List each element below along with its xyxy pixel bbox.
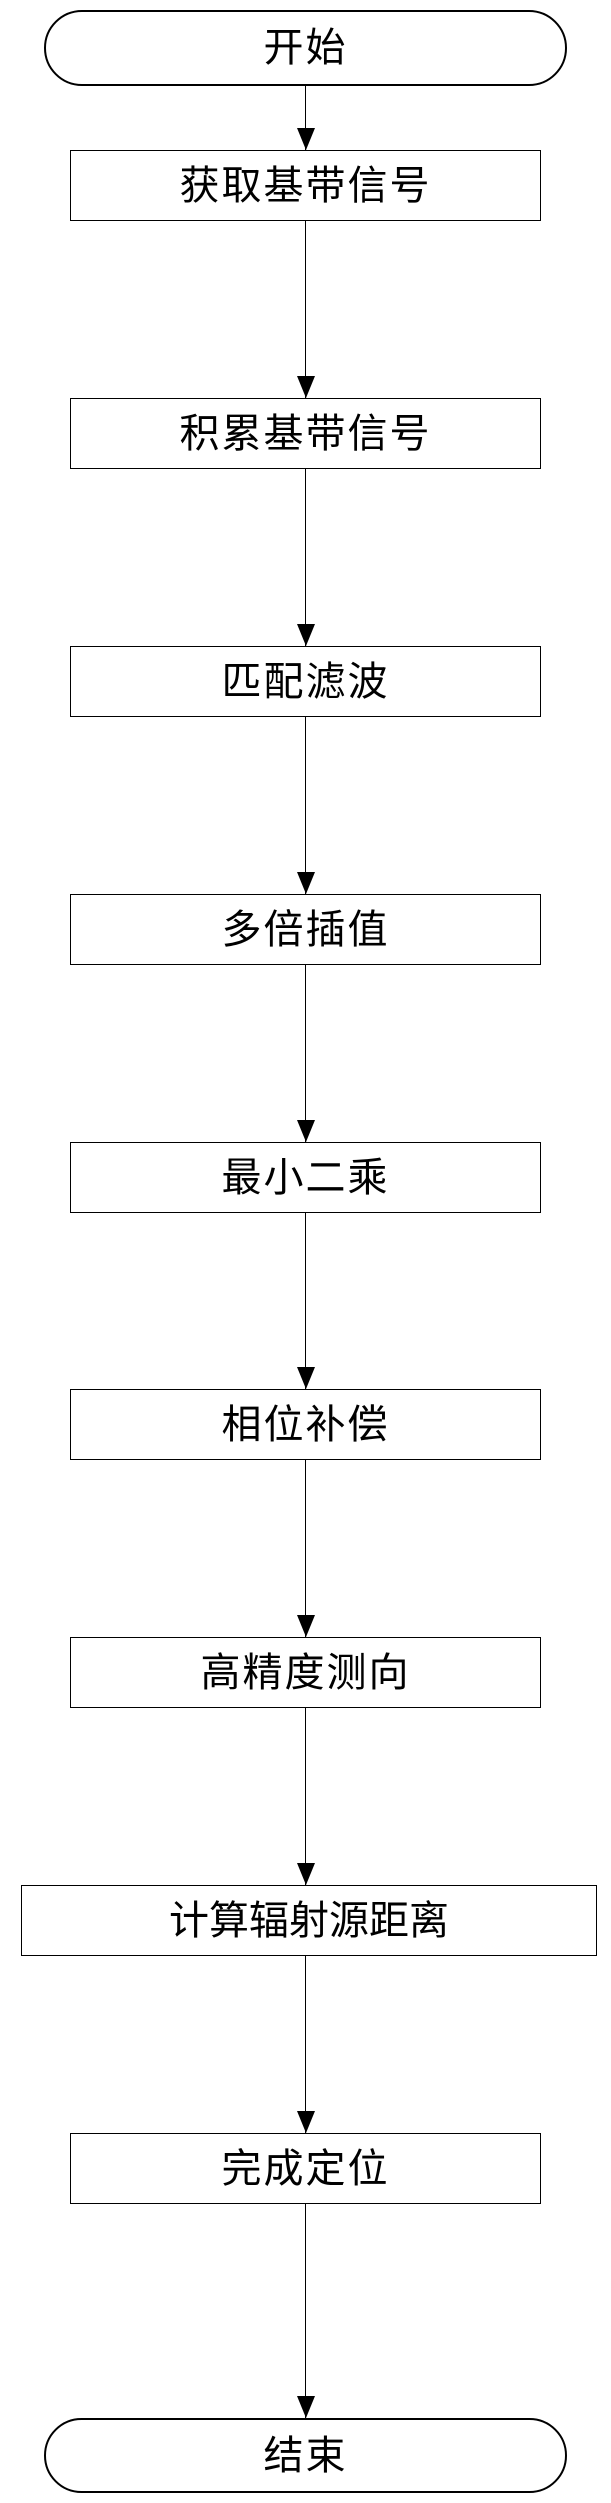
flow-node-step3[interactable]: 匹配滤波 bbox=[70, 646, 541, 717]
edge-step3-to-step4 bbox=[305, 717, 306, 894]
edge-step9-to-end bbox=[305, 2204, 306, 2418]
arrowhead-start-to-step1 bbox=[296, 128, 315, 150]
edge-step1-to-step2 bbox=[305, 221, 306, 398]
edge-step2-to-step3 bbox=[305, 469, 306, 646]
arrowhead-step7-to-step8 bbox=[296, 1863, 315, 1885]
flow-node-label-end: 结束 bbox=[263, 2432, 348, 2478]
flow-node-step1[interactable]: 获取基带信号 bbox=[70, 150, 541, 221]
flow-node-start[interactable]: 开始 bbox=[44, 10, 567, 86]
flow-node-label-step9: 完成定位 bbox=[221, 2145, 390, 2191]
flow-node-end[interactable]: 结束 bbox=[44, 2418, 567, 2493]
arrowhead-step3-to-step4 bbox=[296, 872, 315, 894]
flow-node-label-step8: 计算辐射源距离 bbox=[169, 1897, 449, 1943]
edge-step8-to-step9 bbox=[305, 1956, 306, 2133]
edge-step4-to-step5 bbox=[305, 965, 306, 1142]
edge-start-to-step1 bbox=[305, 86, 306, 150]
arrowhead-step2-to-step3 bbox=[296, 624, 315, 646]
flow-node-label-step2: 积累基带信号 bbox=[179, 410, 432, 456]
edge-step7-to-step8 bbox=[305, 1708, 306, 1885]
flow-node-label-step5: 最小二乘 bbox=[221, 1154, 390, 1200]
flow-node-label-step7: 高精度测向 bbox=[200, 1649, 411, 1695]
arrowhead-step6-to-step7 bbox=[296, 1615, 315, 1637]
flow-node-step9[interactable]: 完成定位 bbox=[70, 2133, 541, 2204]
flow-node-label-step6: 相位补偿 bbox=[221, 1401, 390, 1447]
arrowhead-step9-to-end bbox=[296, 2396, 315, 2418]
flow-node-step5[interactable]: 最小二乘 bbox=[70, 1142, 541, 1213]
flow-node-label-step4: 多倍插值 bbox=[221, 906, 390, 952]
edge-step6-to-step7 bbox=[305, 1460, 306, 1637]
arrowhead-step1-to-step2 bbox=[296, 376, 315, 398]
arrowhead-step4-to-step5 bbox=[296, 1120, 315, 1142]
arrowhead-step5-to-step6 bbox=[296, 1367, 315, 1389]
flow-node-label-step1: 获取基带信号 bbox=[179, 162, 432, 208]
flow-node-step4[interactable]: 多倍插值 bbox=[70, 894, 541, 965]
flow-node-label-start: 开始 bbox=[263, 25, 348, 70]
flow-node-step7[interactable]: 高精度测向 bbox=[70, 1637, 541, 1708]
flow-node-step8[interactable]: 计算辐射源距离 bbox=[21, 1885, 597, 1956]
arrowhead-step8-to-step9 bbox=[296, 2111, 315, 2133]
flow-node-step2[interactable]: 积累基带信号 bbox=[70, 398, 541, 469]
flow-node-label-step3: 匹配滤波 bbox=[221, 658, 390, 704]
edge-step5-to-step6 bbox=[305, 1213, 306, 1389]
flow-node-step6[interactable]: 相位补偿 bbox=[70, 1389, 541, 1460]
